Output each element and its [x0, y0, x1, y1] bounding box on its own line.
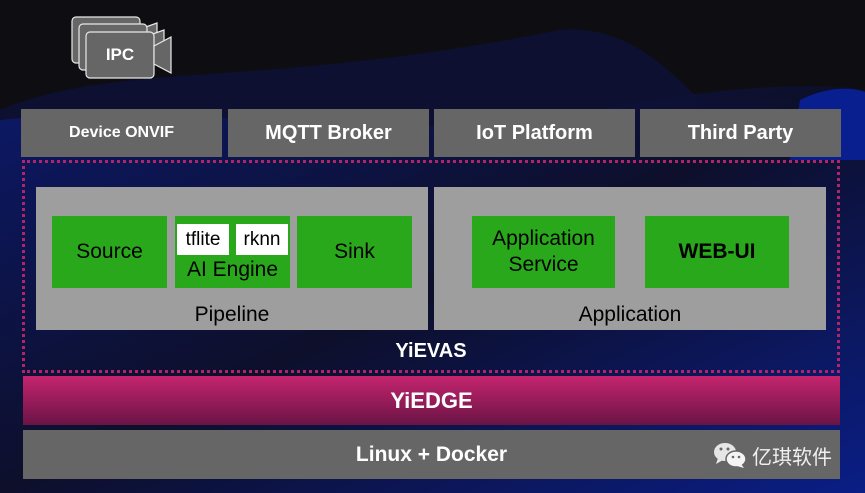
- yievas-label: YiEVAS: [395, 340, 467, 362]
- service-third-party: Third Party: [640, 109, 841, 157]
- webui-module: WEB-UI: [645, 216, 789, 288]
- application-service-line1: Application: [492, 226, 595, 250]
- service-iot-platform: IoT Platform: [434, 109, 635, 157]
- wechat-icon: [714, 443, 747, 468]
- camera-stack-icon: [71, 16, 172, 79]
- service-device-onvif: Device ONVIF: [21, 109, 222, 157]
- application-label: Application: [578, 303, 682, 326]
- ipc-label: IPC: [105, 45, 135, 64]
- watermark: 亿琪软件: [712, 440, 842, 470]
- yiedge-layer: YiEDGE: [23, 376, 840, 425]
- yievas-container: [22, 160, 840, 373]
- application-service-module: Application Service: [472, 216, 615, 288]
- ai-engine-label: AI Engine: [186, 258, 279, 281]
- watermark-text: 亿琪软件: [752, 446, 832, 469]
- source-module: Source: [52, 216, 167, 288]
- rknn-backend: rknn: [236, 224, 288, 255]
- base-layer: Linux + Docker: [23, 430, 840, 479]
- tflite-backend: tflite: [177, 224, 229, 255]
- application-service-line2: Service: [508, 253, 579, 276]
- pipeline-label: Pipeline: [194, 303, 270, 326]
- sink-module: Sink: [297, 216, 412, 288]
- ipc-icon-group: IPC: [70, 15, 180, 85]
- service-mqtt-broker: MQTT Broker: [228, 109, 429, 157]
